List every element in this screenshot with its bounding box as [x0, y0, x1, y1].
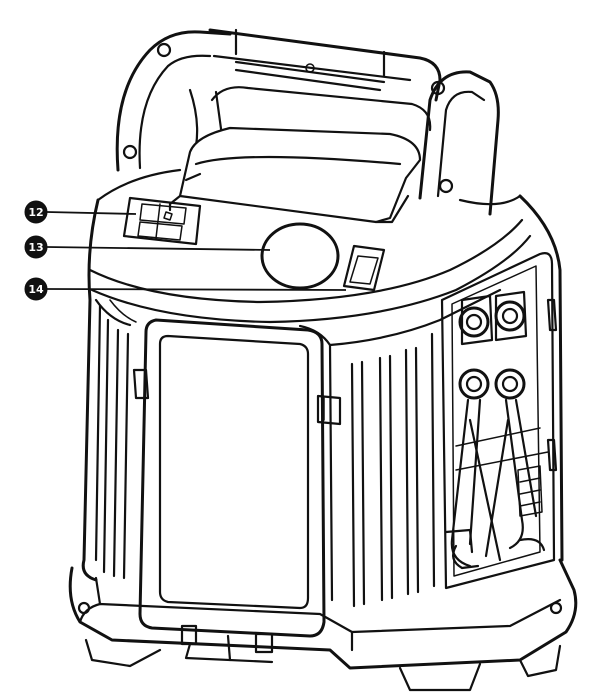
callout-14: 14: [24, 277, 347, 301]
carry-handle: [115, 28, 500, 216]
left-ribs: [94, 299, 137, 580]
usb-port-block: [122, 196, 202, 246]
callout-13-label: 13: [28, 241, 43, 254]
base: [68, 558, 578, 692]
front-door: [132, 318, 342, 664]
right-latch: [316, 394, 342, 426]
clamp-terminals: [458, 290, 528, 400]
callout-12: 12: [24, 200, 137, 224]
control-panel: [122, 196, 386, 292]
side-compartment: [440, 252, 558, 590]
left-latch: [132, 368, 150, 400]
right-ribs: [350, 332, 436, 608]
round-display: [260, 222, 340, 290]
callout-13: 13: [24, 235, 271, 259]
top-lid: [168, 126, 422, 224]
main-body: [81, 168, 564, 602]
callout-12-label: 12: [28, 206, 43, 219]
callout-14-label: 14: [28, 283, 44, 296]
power-switch: [342, 244, 386, 292]
